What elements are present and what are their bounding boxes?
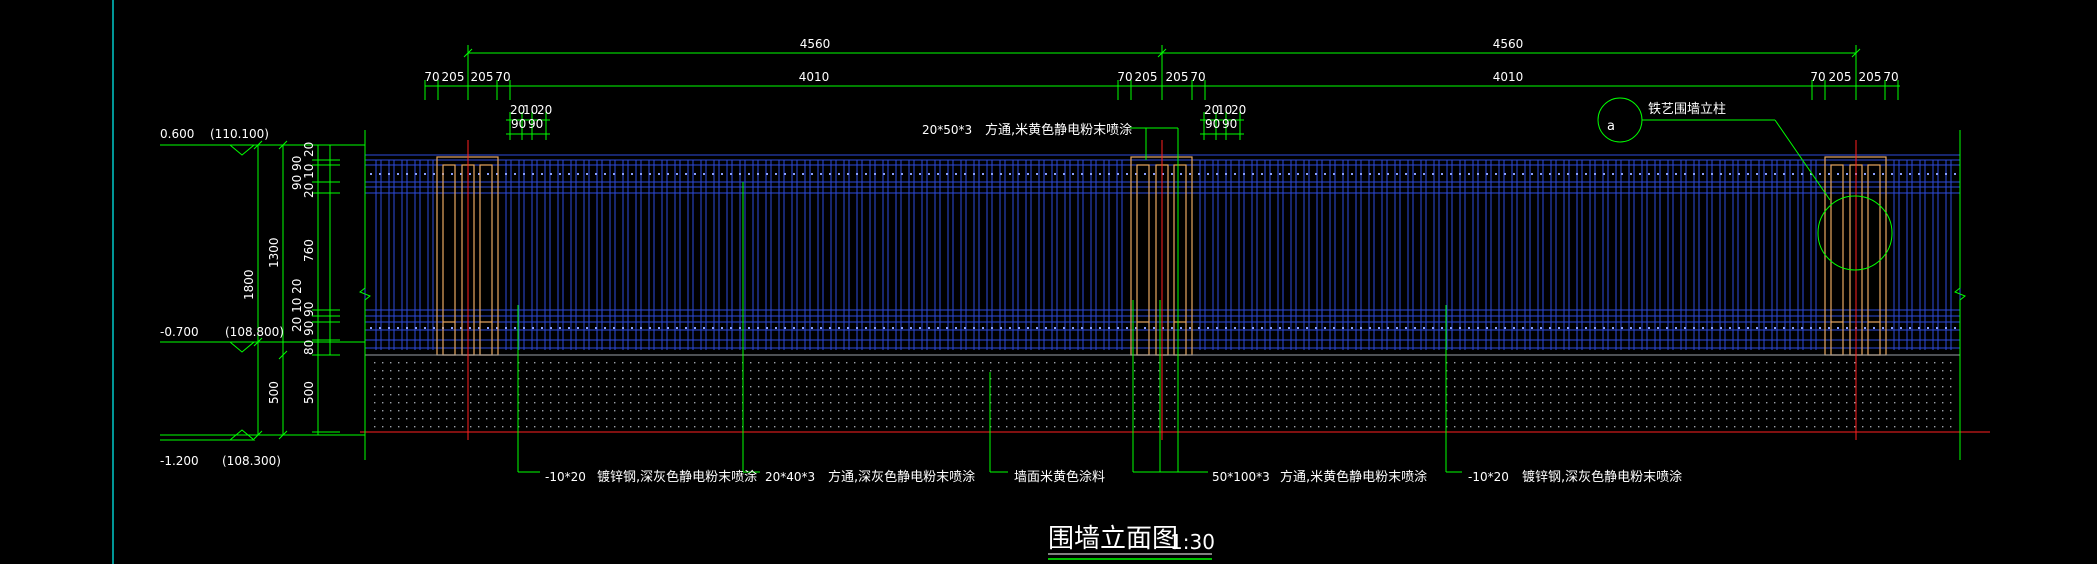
dim-fence-height: 1300 bbox=[267, 237, 281, 268]
dim-20-top: 20 bbox=[302, 142, 316, 157]
elev-mid-abs: (108.800) bbox=[225, 325, 284, 339]
dim-20-10-20: 20 10 20 bbox=[290, 279, 304, 332]
dim-wall-height-2: 500 bbox=[302, 381, 316, 404]
top-material-size: 20*50*3 bbox=[922, 123, 972, 137]
dim-bay-2: 4010 bbox=[1493, 70, 1524, 84]
top-dimension-texts: 4560 4560 4010 4010 70 205 205 70 70 205… bbox=[424, 37, 1898, 131]
dim-post-right-1: 70 bbox=[1810, 70, 1825, 84]
dim-post-left-1: 70 bbox=[424, 70, 439, 84]
dim-post-right-2: 205 bbox=[1829, 70, 1852, 84]
dim-post-right-4: 70 bbox=[1883, 70, 1898, 84]
drawing-title-block: 围墙立面图 1:30 bbox=[1048, 524, 1215, 560]
elev-top-abs: (110.100) bbox=[210, 127, 269, 141]
dim-bay-1: 4010 bbox=[799, 70, 830, 84]
dim-post-mid-2: 205 bbox=[1135, 70, 1158, 84]
fence-rail-dots bbox=[370, 173, 1956, 329]
elev-bot: -1.200 bbox=[160, 454, 199, 468]
dim-bar-top2-2: 10 bbox=[1217, 103, 1232, 117]
dim-bar-bottom2-1: 90 bbox=[1205, 117, 1220, 131]
drawing-title: 围墙立面图 bbox=[1048, 524, 1178, 554]
dim-bar-top-3: 20 bbox=[537, 103, 552, 117]
dim-bar-bottom2-2: 90 bbox=[1222, 117, 1237, 131]
axis-lines bbox=[467, 140, 1857, 440]
dim-overall-2: 4560 bbox=[1493, 37, 1524, 51]
dim-post-left-2: 205 bbox=[442, 70, 465, 84]
drawing-scale: 1:30 bbox=[1170, 530, 1215, 554]
fence-vertical-bars bbox=[375, 160, 1952, 350]
dim-post-left-4: 70 bbox=[495, 70, 510, 84]
dim-post-left-3: 205 bbox=[471, 70, 494, 84]
bottom-note-5-text: 镀锌钢,深灰色静电粉末喷涂 bbox=[1522, 469, 1682, 485]
bottom-note-3-text: 墙面米黄色涂料 bbox=[1014, 469, 1105, 485]
dim-total-height: 1800 bbox=[242, 269, 256, 300]
left-dimension-group bbox=[160, 140, 365, 441]
annotation-texts: 20*50*3 方通,米黄色静电粉末喷涂 a 铁艺围墙立柱 -10*20 镀锌钢… bbox=[545, 102, 1726, 485]
elev-mid: -0.700 bbox=[160, 325, 199, 339]
dim-bar-bottom-2: 90 bbox=[528, 117, 543, 131]
leader-lines bbox=[517, 97, 1893, 473]
dim-post-mid-4: 70 bbox=[1190, 70, 1205, 84]
post-label-tag: a bbox=[1607, 119, 1615, 134]
post-label: 铁艺围墙立柱 bbox=[1648, 102, 1726, 117]
bottom-note-4-size: 50*100*3 bbox=[1212, 470, 1270, 484]
dim-bar-top-2: 10 bbox=[523, 103, 538, 117]
dim-post-right-3: 205 bbox=[1859, 70, 1882, 84]
bottom-note-1-text: 镀锌钢,深灰色静电粉末喷涂 bbox=[597, 469, 757, 485]
elev-bot-abs: (108.300) bbox=[222, 454, 281, 468]
dim-90-90: 90 90 bbox=[290, 156, 304, 190]
dim-wall-height: 500 bbox=[267, 381, 281, 404]
dim-post-mid-3: 205 bbox=[1166, 70, 1189, 84]
bottom-note-1-size: -10*20 bbox=[545, 470, 586, 484]
bottom-note-5-size: -10*20 bbox=[1468, 470, 1509, 484]
dim-post-mid-1: 70 bbox=[1117, 70, 1132, 84]
dim-overall-1: 4560 bbox=[800, 37, 831, 51]
dim-90-90-bot: 80 90 90 bbox=[302, 302, 316, 355]
bottom-note-2-text: 方通,深灰色静电粉末喷涂 bbox=[828, 469, 975, 485]
bottom-note-4-text: 方通,米黄色静电粉末喷涂 bbox=[1280, 469, 1427, 485]
top-material-text: 方通,米黄色静电粉末喷涂 bbox=[985, 122, 1132, 138]
top-dimension-group bbox=[424, 45, 1900, 140]
dim-20-10: 20 10 bbox=[302, 164, 316, 198]
elev-top: 0.600 bbox=[160, 127, 194, 141]
dim-bar-top2-1: 20 bbox=[1204, 103, 1219, 117]
dim-760: 760 bbox=[302, 239, 316, 262]
break-marks bbox=[359, 130, 1966, 460]
bottom-note-2-size: 20*40*3 bbox=[765, 470, 815, 484]
dim-bar-top2-3: 20 bbox=[1231, 103, 1246, 117]
left-dimension-texts: 0.600 (110.100) -0.700 (108.800) -1.200 … bbox=[160, 127, 316, 468]
dim-bar-top-1: 20 bbox=[510, 103, 525, 117]
dim-bar-bottom-1: 90 bbox=[511, 117, 526, 131]
